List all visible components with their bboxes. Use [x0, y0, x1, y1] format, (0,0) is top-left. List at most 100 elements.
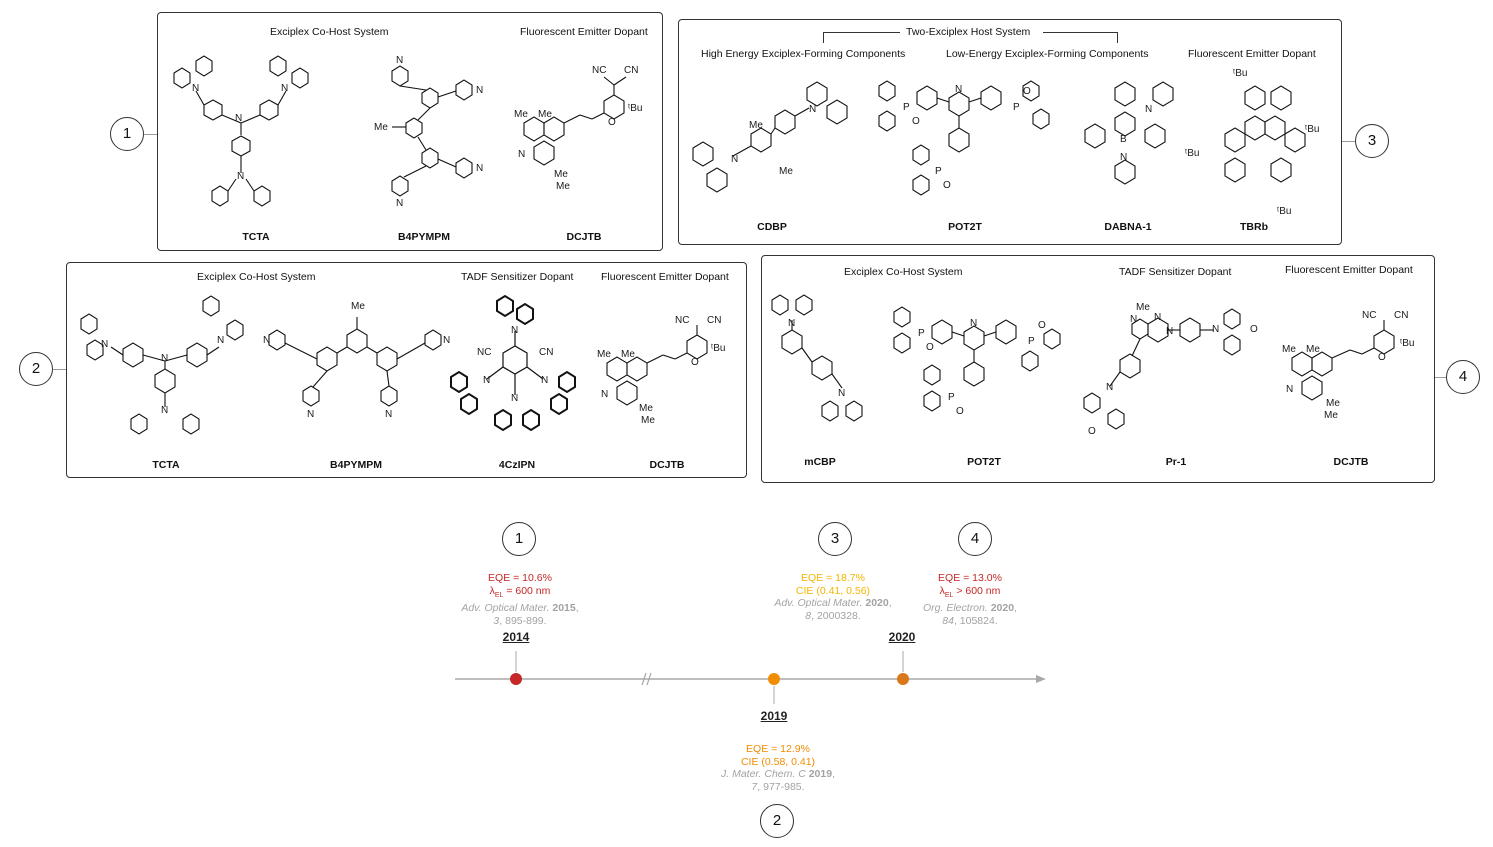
- atom-n-label: N: [955, 84, 963, 95]
- atom-n-label: N: [396, 198, 404, 209]
- compound-name: DCJTB: [649, 459, 685, 471]
- timeline-dot-2014: [510, 673, 522, 685]
- atom-n-label: N: [281, 83, 289, 94]
- b4pympm-structure: N N N N Me: [370, 41, 500, 226]
- tbrb-structure: ᵗBu ᵗBu ᵗBu ᵗBu: [1185, 68, 1335, 223]
- badge-connector: [1342, 141, 1355, 142]
- panel-1: Exciplex Co-Host System Fluorescent Emit…: [157, 12, 663, 251]
- compound-name: DCJTB: [1333, 456, 1369, 468]
- atom-n-label: N: [1286, 384, 1294, 395]
- atom-n-label: N: [476, 85, 484, 96]
- atom-n-label: N: [217, 335, 225, 346]
- panel-4-header-tadf: TADF Sensitizer Dopant: [1119, 266, 1232, 278]
- pr-1-structure: Me N N N N O N O: [1080, 302, 1280, 457]
- mcbp-structure: N N: [768, 288, 878, 453]
- atom-p-label: P: [948, 392, 955, 403]
- compound-name: B4PYMPM: [398, 231, 450, 243]
- timeline-badge-3: 3: [818, 522, 852, 556]
- panel-3-header-emitter: Fluorescent Emitter Dopant: [1188, 48, 1316, 60]
- atom-o-label: O: [608, 117, 616, 128]
- atom-n-label: N: [1212, 324, 1220, 335]
- compound-name: CDBP: [757, 221, 787, 233]
- atom-n-label: N: [483, 375, 491, 386]
- atom-o-label: O: [926, 342, 934, 353]
- lambda-symbol: λ: [489, 584, 495, 597]
- timeline-badge-1: 1: [502, 522, 536, 556]
- reference: Adv. Optical Mater. 2015,: [461, 602, 578, 615]
- ref-sep: ,: [832, 768, 835, 780]
- atom-o-label: O: [912, 116, 920, 127]
- atom-n-label: N: [1166, 326, 1174, 337]
- volume: 3: [493, 614, 500, 627]
- methyl-label: Me: [749, 120, 763, 131]
- tbu-label: ᵗBu: [711, 343, 726, 354]
- nitrile-label: NC: [1362, 310, 1377, 321]
- methyl-label: Me: [374, 122, 388, 133]
- entry-2-details: EQE = 12.9% CIE (0.58, 0.41) J. Mater. C…: [721, 743, 835, 793]
- methyl-label: Me: [1282, 344, 1296, 355]
- atom-n-label: N: [838, 388, 846, 399]
- atom-n-label: N: [1145, 104, 1153, 115]
- methyl-label: Me: [514, 109, 528, 120]
- panel-3-header-high-energy: High Energy Exciplex-Forming Components: [701, 48, 906, 60]
- compound-name: B4PYMPM: [330, 459, 382, 471]
- nitrile-label: CN: [539, 347, 554, 358]
- eqe-value: EQE = 13.0%: [938, 572, 1002, 584]
- emission-value: λEL > 600 nm: [923, 585, 1017, 603]
- tcta-structure: N N N N: [77, 291, 257, 456]
- atom-n-label: N: [307, 409, 315, 420]
- reference-pages: 7, 977-985.: [721, 781, 835, 794]
- panel-2-header-emitter: Fluorescent Emitter Dopant: [601, 271, 729, 283]
- methyl-label: Me: [351, 301, 365, 312]
- dcjtb-structure: Me Me N Me Me O ᵗBu NC CN: [597, 315, 739, 450]
- atom-p-label: P: [903, 102, 910, 113]
- ref-sep: ,: [575, 602, 579, 615]
- timeline-badge-4: 4: [958, 522, 992, 556]
- pages: , 977-985.: [757, 780, 805, 793]
- compound-name: POT2T: [967, 456, 1001, 468]
- panel-4: Exciplex Co-Host System TADF Sensitizer …: [761, 255, 1435, 483]
- dcjtb-structure: Me Me N Me Me O ᵗBu NC CN: [1282, 310, 1432, 445]
- emission-rest: = 600 nm: [503, 584, 551, 597]
- bracket: [1043, 32, 1118, 43]
- atom-n-label: N: [1106, 382, 1114, 393]
- atom-n-label: N: [809, 104, 817, 115]
- entry-1-details: EQE = 10.6% λEL = 600 nm Adv. Optical Ma…: [461, 572, 578, 627]
- nitrile-label: CN: [624, 65, 639, 76]
- volume: 8: [805, 609, 812, 622]
- panel-4-header-cohost: Exciplex Co-Host System: [844, 266, 963, 278]
- atom-o-label: O: [1250, 324, 1258, 335]
- methyl-label: Me: [1136, 302, 1150, 313]
- reference: J. Mater. Chem. C 2019,: [721, 768, 835, 781]
- tbu-label: ᵗBu: [1185, 148, 1200, 159]
- nitrile-label: NC: [675, 315, 690, 326]
- lambda-subscript: EL: [494, 591, 504, 599]
- pot2t-structure: P O P O P O N: [884, 306, 1084, 451]
- badge-4: 4: [1446, 360, 1480, 394]
- atom-o-label: O: [691, 357, 699, 368]
- ref-sep: ,: [888, 597, 892, 609]
- tbu-label: ᵗBu: [628, 103, 643, 114]
- badge-2: 2: [19, 352, 53, 386]
- cie-value: CIE (0.41, 0.56): [795, 584, 871, 597]
- atom-n-label: N: [443, 335, 451, 346]
- badge-3: 3: [1355, 124, 1389, 158]
- dabna-1-structure: B N N: [1073, 81, 1193, 217]
- b4pympm-structure: Me N N N N: [263, 301, 453, 444]
- methyl-label: Me: [641, 415, 655, 426]
- pot2t-structure: P O P O P O N: [873, 72, 1063, 217]
- methyl-label: Me: [1326, 398, 1340, 409]
- lambda-subscript: EL: [944, 591, 954, 599]
- badge-connector: [144, 134, 157, 135]
- eqe-value: EQE = 18.7%: [801, 572, 865, 584]
- reference: Org. Electron. 2020,: [923, 602, 1017, 615]
- badge-connector: [1435, 377, 1446, 378]
- atom-n-label: N: [385, 409, 393, 420]
- methyl-label: Me: [639, 403, 653, 414]
- atom-o-label: O: [956, 406, 964, 417]
- atom-n-label: N: [1120, 152, 1128, 163]
- methyl-label: Me: [597, 349, 611, 360]
- entry-3-details: EQE = 18.7% CIE (0.41, 0.56) Adv. Optica…: [774, 572, 891, 622]
- atom-o-label: O: [1023, 86, 1031, 97]
